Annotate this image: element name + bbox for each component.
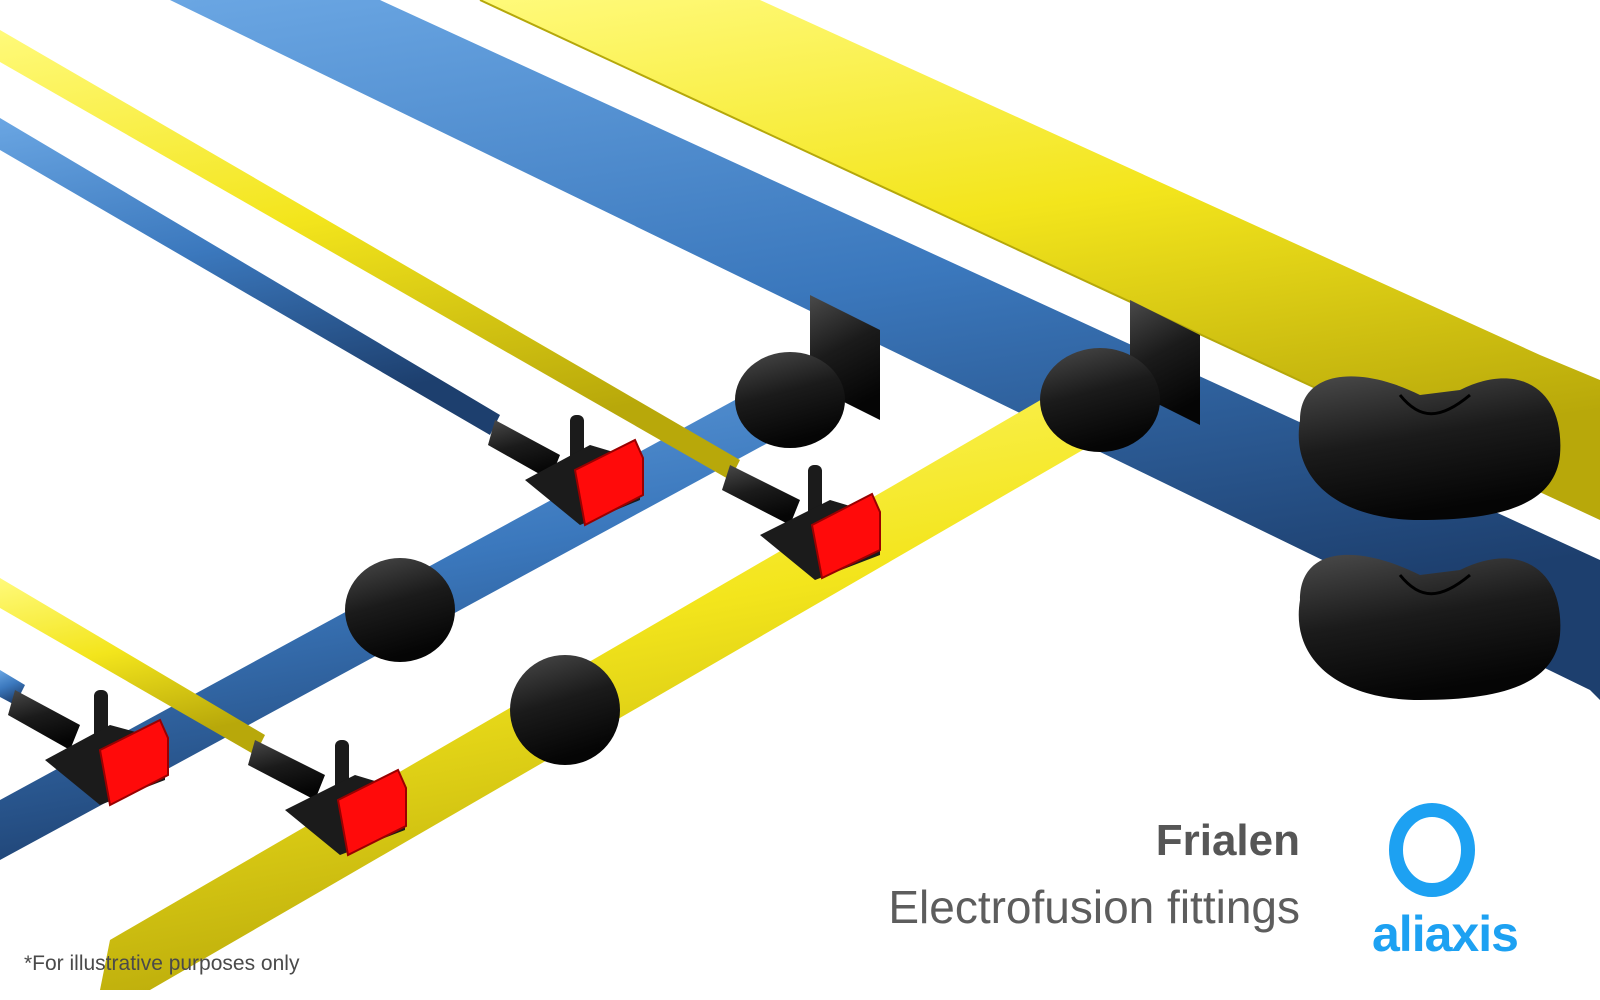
elbow-fitting-upper [1298, 376, 1561, 520]
product-tagline: Electrofusion fittings [888, 881, 1300, 933]
product-name: Frialen [1155, 816, 1300, 865]
tapping-tee-upper-yellow [722, 465, 881, 580]
coupler-yellow [510, 655, 620, 765]
elbow-fitting-lower [1298, 554, 1561, 700]
tapping-tee-lower-blue [8, 690, 169, 807]
tapping-tee-upper-blue [488, 415, 644, 527]
service-pipe-blue-upper [0, 118, 500, 435]
service-pipe-yellow-upper [0, 30, 740, 480]
company-logo-text: aliaxis [1372, 906, 1519, 962]
coupler-blue [345, 558, 455, 662]
disclaimer-text: *For illustrative purposes only [24, 952, 300, 975]
tapping-tee-lower-yellow [248, 740, 407, 857]
service-pipe-yellow-lower [0, 578, 265, 755]
branch-saddle-blue [735, 295, 880, 448]
aliaxis-logo-ring-icon [1389, 803, 1475, 897]
branch-saddle-yellow [1040, 300, 1200, 452]
